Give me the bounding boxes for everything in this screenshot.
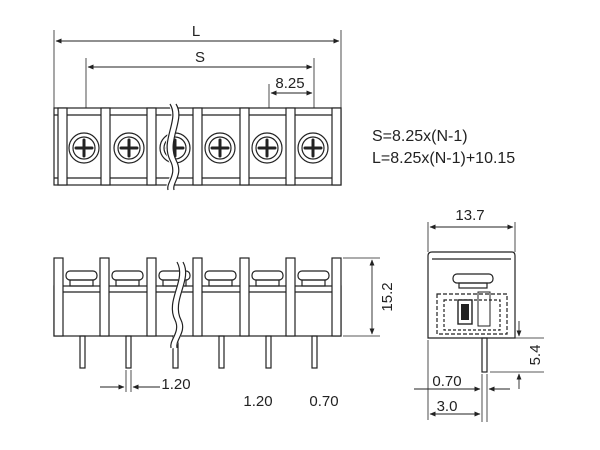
pin-thickness-label: 0.70: [309, 393, 338, 410]
screw-head-6: [297, 132, 329, 164]
top-break-line: [165, 102, 180, 191]
dimension-pin-pitch-label: 1.20: [161, 376, 190, 393]
formula-L: L=8.25x(N-1)+10.15: [372, 150, 515, 167]
screw-head-4: [204, 132, 236, 164]
pin-1: [79, 335, 86, 369]
formula-S: S=8.25x(N-1): [372, 128, 468, 145]
front-screw-5: [251, 270, 284, 287]
screw-head-2: [113, 132, 145, 164]
front-view-labels: 15.2 1.20 1.20 0.70: [161, 282, 396, 410]
front-screw-2: [111, 270, 144, 287]
screw-head-1: [68, 132, 100, 164]
side-pin: [481, 337, 488, 373]
side-view-labels: 13.7 5.4 0.70 3.0: [432, 207, 544, 415]
dimension-width-label: 13.7: [455, 207, 484, 224]
side-view: [414, 222, 544, 422]
front-view: [53, 257, 380, 392]
pin-width-label: 1.20: [243, 393, 272, 410]
top-view: [53, 30, 342, 191]
front-screw-1: [65, 270, 98, 287]
dimension-pin-offset-label: 3.0: [437, 398, 458, 415]
side-screw-head: [452, 273, 494, 284]
dimension-pitch-label: 8.25: [275, 75, 304, 92]
pin-2: [125, 335, 132, 369]
front-screw-6: [297, 270, 330, 287]
side-clamp-outline: [436, 293, 508, 335]
pin-6: [311, 335, 318, 369]
dimension-height-label: 15.2: [379, 282, 396, 311]
side-view-body: [427, 251, 516, 339]
front-break-line: [170, 260, 187, 349]
pin-4: [218, 335, 225, 369]
dimension-pin-thickness-label: 0.70: [432, 373, 461, 390]
dimension-S-label: S: [195, 49, 205, 66]
screw-head-5: [251, 132, 283, 164]
pin-5: [265, 335, 272, 369]
dimension-L-label: L: [192, 23, 200, 40]
top-view-labels: L S 8.25: [192, 23, 305, 92]
front-screw-4: [204, 270, 237, 287]
dimension-pin-length-label: 5.4: [527, 345, 544, 366]
